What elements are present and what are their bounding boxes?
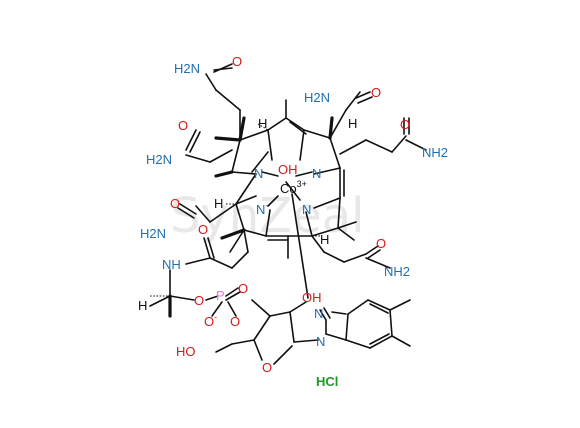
atom-nh2-upperleft: H2N (146, 152, 172, 167)
atom-nh2-mid-left: H2N (140, 226, 166, 241)
bond-skeleton (149, 63, 427, 365)
atom-cobalt: Co3+ (280, 179, 307, 196)
atom-h-2: H (214, 196, 223, 211)
atom-o-top-right: O (371, 85, 381, 100)
atom-o-ester: O (194, 293, 204, 308)
atom-n-imidazole-top: N (314, 306, 323, 321)
atom-oh-on-co: OH (278, 162, 298, 177)
atom-o-lower-right: O (376, 236, 386, 251)
salt-label: HCl (316, 374, 338, 389)
atom-o-amide: O (198, 222, 208, 237)
atom-o-double-p: O (230, 314, 240, 329)
atom-nh2-top: H2N (174, 61, 200, 76)
atom-o-mid-left: O (170, 196, 180, 211)
atom-phosphorus: P (216, 288, 225, 303)
atom-o-top: O (232, 54, 242, 69)
atom-o-minus: O- (204, 312, 217, 329)
watermark: SynZeal (170, 188, 364, 244)
atom-n-center: N- (256, 200, 268, 217)
atom-nh2-lower-right: NH2 (384, 264, 410, 279)
atom-h-3: H (138, 298, 147, 313)
atom-labels: H2N O O H2N H2N O O NH2 OH Co3+ N N N- N… (138, 54, 448, 375)
atom-n-imidazole-bottom: N (316, 334, 325, 349)
atom-h-1: H (258, 116, 267, 131)
atom-nh2-right: NH2 (422, 145, 448, 160)
atom-oh-sugar: OH (302, 290, 322, 305)
atom-o-upperleft: O (178, 118, 188, 133)
atom-h-4: H (348, 116, 357, 131)
atom-nh-amide: NH (162, 257, 181, 272)
atom-h-5: H (320, 232, 329, 247)
atom-n-upper-right: N (312, 166, 321, 181)
atom-o-right: O (400, 117, 410, 132)
atom-o-ring: O (262, 360, 272, 375)
atom-nh2-top-right: H2N (304, 90, 330, 105)
atom-n-lower-right: N (302, 202, 311, 217)
atom-ho-sugar: HO (176, 344, 196, 359)
atom-n-upper-left: N (254, 166, 263, 181)
atom-o-sugar-ester: O (238, 281, 248, 296)
stereo-hash-bonds (150, 123, 320, 297)
